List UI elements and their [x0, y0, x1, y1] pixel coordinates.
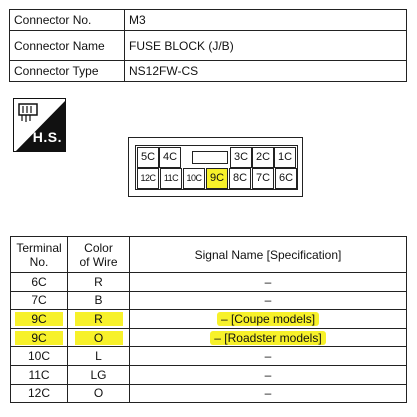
signal-name-cell: –	[129, 272, 407, 292]
pin-11c: 11C	[160, 168, 182, 189]
signal-name-cell: –	[129, 290, 407, 311]
header-color-line2: of Wire	[79, 254, 118, 269]
harness-side-badge: H.S.	[13, 98, 66, 152]
terminal-no: 9C	[15, 330, 63, 345]
terminal-no-cell: 7C	[10, 290, 68, 311]
terminal-row: 7C B –	[10, 290, 407, 311]
terminal-row: 9C O – [Roadster models]	[10, 327, 407, 348]
terminal-no-cell: 12C	[10, 383, 68, 404]
terminal-no-cell: 9C	[10, 327, 68, 348]
terminal-no: 11C	[28, 367, 50, 382]
signal-name: –	[264, 367, 272, 382]
signal-name-cell: – [Roadster models]	[129, 327, 407, 348]
pin-2c: 2C	[252, 147, 274, 168]
pin-8c: 8C	[229, 168, 251, 189]
connector-key-slot	[192, 151, 228, 164]
pin-5c: 5C	[137, 147, 159, 168]
pin-7c: 7C	[252, 168, 274, 189]
signal-name: – [Coupe models]	[216, 311, 320, 326]
terminal-no: 12C	[27, 386, 50, 401]
connector-no-value: M3	[124, 9, 407, 31]
wire-color: R	[74, 311, 123, 326]
wire-color-cell: O	[67, 327, 130, 348]
header-terminal-line1: Terminal	[16, 240, 62, 255]
pin-4c: 4C	[159, 147, 181, 168]
wire-color: L	[95, 349, 102, 364]
terminal-row: 11C LG –	[10, 364, 407, 385]
pin-9c: 9C	[206, 168, 228, 189]
pin-3c: 3C	[230, 147, 252, 168]
pin-1c: 1C	[274, 147, 296, 168]
wire-color-cell: LG	[67, 364, 130, 385]
terminal-no: 10C	[27, 349, 50, 364]
wire-color-cell: B	[67, 290, 130, 311]
wire-color-cell: L	[67, 346, 130, 366]
signal-name: –	[264, 386, 272, 401]
signal-name-cell: –	[129, 346, 407, 366]
terminal-no: 9C	[15, 311, 63, 326]
terminal-row: 6C R –	[10, 272, 407, 292]
wire-color: O	[74, 330, 123, 345]
connector-type-value: NS12FW-CS	[124, 60, 407, 82]
terminal-no-cell: 10C	[10, 346, 68, 366]
terminal-no-cell: 9C	[10, 309, 68, 329]
terminal-no-cell: 6C	[10, 272, 68, 292]
connector-name-label: Connector Name	[9, 30, 125, 61]
connector-name-value: FUSE BLOCK (J/B)	[124, 30, 407, 61]
terminal-row: 9C R – [Coupe models]	[10, 309, 407, 329]
signal-name: – [Roadster models]	[210, 330, 326, 345]
terminal-table-header: Terminal No. Color of Wire Signal Name […	[10, 236, 407, 273]
terminal-no-cell: 11C	[10, 364, 68, 385]
badge-label: H.S.	[32, 129, 62, 145]
signal-name-cell: –	[129, 383, 407, 404]
pin-10c: 10C	[183, 168, 205, 189]
signal-name: –	[264, 349, 272, 364]
terminal-no: 6C	[31, 274, 47, 289]
connector-type-row: Connector Type NS12FW-CS	[9, 60, 407, 82]
pin-12c: 12C	[137, 168, 159, 189]
connector-info-table: Connector No. M3 Connector Name FUSE BLO…	[9, 9, 407, 82]
signal-name: –	[264, 293, 272, 308]
wire-color: O	[93, 386, 104, 401]
connector-no-row: Connector No. M3	[9, 9, 407, 31]
header-terminal-no: Terminal No.	[10, 236, 68, 273]
terminal-row: 10C L –	[10, 346, 407, 366]
wire-color-cell: R	[67, 309, 130, 329]
wire-color: B	[94, 293, 103, 308]
wire-color-cell: O	[67, 383, 130, 404]
header-color-of-wire: Color of Wire	[67, 236, 130, 273]
wire-color: R	[94, 274, 103, 289]
header-color-line1: Color	[84, 240, 113, 255]
header-terminal-line2: No.	[29, 254, 49, 269]
signal-name: –	[264, 274, 272, 289]
signal-name-cell: –	[129, 364, 407, 385]
connector-name-row: Connector Name FUSE BLOCK (J/B)	[9, 30, 407, 61]
header-signal-name: Signal Name [Specification]	[129, 236, 407, 273]
connector-plug-icon	[18, 103, 38, 122]
connector-no-label: Connector No.	[9, 9, 125, 31]
wire-color-cell: R	[67, 272, 130, 292]
pin-6c: 6C	[275, 168, 297, 189]
terminal-table: Terminal No. Color of Wire Signal Name […	[10, 236, 407, 404]
terminal-table-body: 6C R – 7C B – 9C R – [Coupe models] 9C O – [Roadste…	[10, 272, 407, 404]
connector-type-label: Connector Type	[9, 60, 125, 82]
terminal-no: 7C	[31, 293, 47, 308]
signal-name-cell: – [Coupe models]	[129, 309, 407, 329]
wire-color: LG	[90, 367, 107, 382]
terminal-row: 12C O –	[10, 383, 407, 404]
